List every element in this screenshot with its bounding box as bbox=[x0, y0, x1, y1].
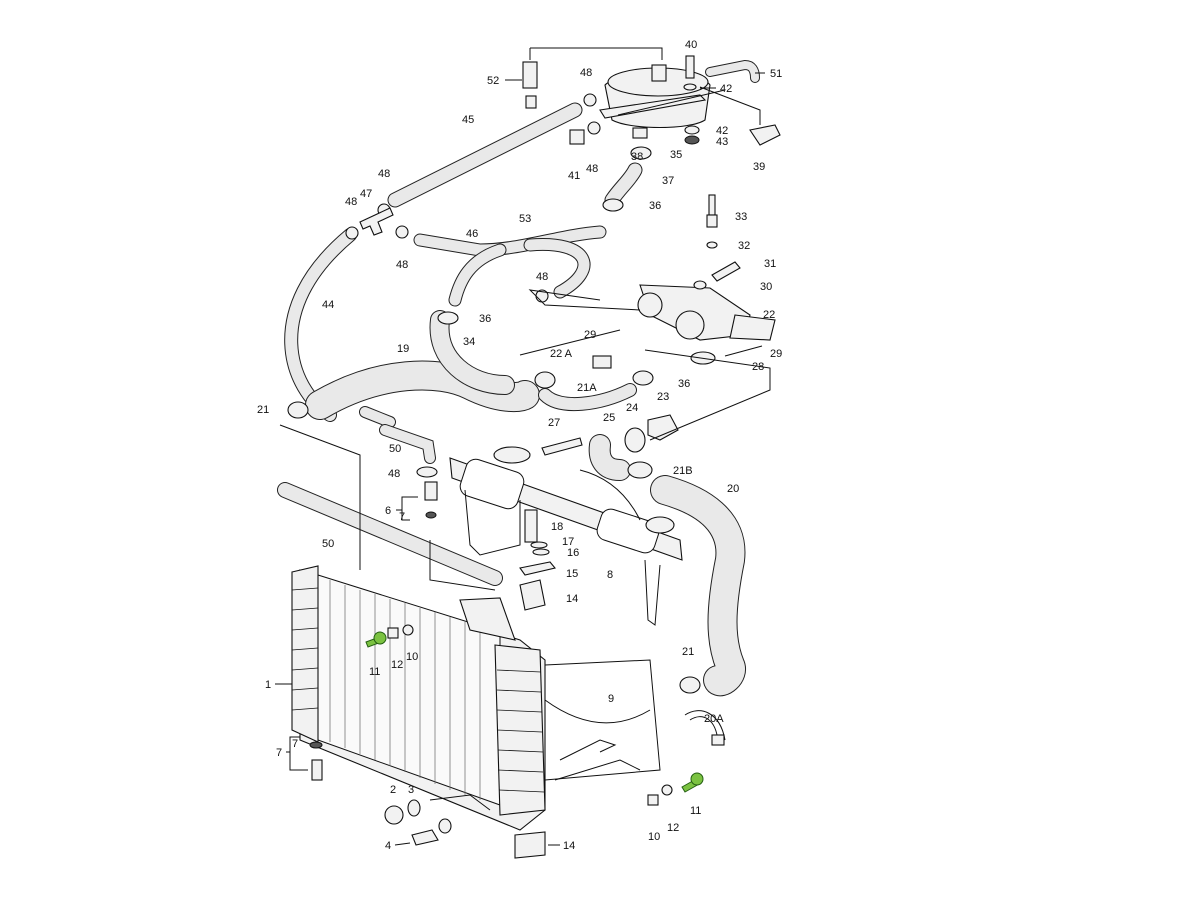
label-14b: 14 bbox=[563, 840, 575, 852]
label-41: 41 bbox=[568, 170, 580, 182]
label-9: 9 bbox=[608, 693, 614, 705]
label-52: 52 bbox=[487, 75, 499, 87]
label-48e: 48 bbox=[396, 259, 408, 271]
label-3: 3 bbox=[408, 784, 414, 796]
label-28: 28 bbox=[752, 361, 764, 373]
label-32: 32 bbox=[738, 240, 750, 252]
label-20: 20 bbox=[727, 483, 739, 495]
label-20A: 20A bbox=[704, 713, 724, 725]
label-48b: 48 bbox=[586, 163, 598, 175]
label-46: 44 bbox=[322, 299, 334, 311]
label-6: 7 bbox=[276, 747, 282, 759]
label-1: 1 bbox=[265, 679, 271, 691]
label-5: 6 bbox=[385, 505, 391, 517]
label-24: 24 bbox=[626, 402, 638, 414]
radiator-upper-support bbox=[449, 446, 683, 626]
label-8: 8 bbox=[607, 569, 613, 581]
highlighted-screws bbox=[365, 631, 704, 793]
label-25: 25 bbox=[603, 412, 615, 424]
label-4: 4 bbox=[385, 840, 391, 852]
hose-51 bbox=[705, 59, 760, 83]
label-42a: 42 bbox=[720, 83, 732, 95]
label-37: 37 bbox=[662, 175, 674, 187]
label-21A: 21A bbox=[577, 382, 597, 394]
label-45: 46 bbox=[466, 228, 478, 240]
label-53: 53 bbox=[519, 213, 531, 225]
label-48c: 48 bbox=[378, 168, 390, 180]
label-36c: 36 bbox=[479, 313, 491, 325]
label-36a: 35 bbox=[670, 149, 682, 161]
label-22a: 22 bbox=[763, 309, 775, 321]
label-48a: 48 bbox=[580, 67, 592, 79]
label-35: 36 bbox=[678, 378, 690, 390]
label-42b: 42 bbox=[716, 125, 728, 137]
label-29a: 29 bbox=[584, 329, 596, 341]
label-31: 31 bbox=[764, 258, 776, 270]
label-18: 18 bbox=[551, 521, 563, 533]
hoses bbox=[277, 59, 760, 697]
label-44: 45 bbox=[462, 114, 474, 126]
radiator bbox=[291, 565, 546, 831]
label-21b: 21 bbox=[682, 646, 694, 658]
hose-20 bbox=[650, 475, 746, 697]
label-30: 30 bbox=[760, 281, 772, 293]
label-21a: 21 bbox=[257, 404, 269, 416]
label-34: 34 bbox=[463, 336, 475, 348]
label-49: 50 bbox=[389, 443, 401, 455]
hose-45-53 bbox=[413, 225, 607, 307]
label-2: 2 bbox=[390, 784, 396, 796]
label-40: 40 bbox=[685, 39, 697, 51]
label-36b: 36 bbox=[649, 200, 661, 212]
label-12b: 12 bbox=[667, 822, 679, 834]
hose-50 bbox=[277, 482, 503, 586]
label-19: 19 bbox=[397, 343, 409, 355]
part-labels: 52 40 48 51 42 45 42 43 39 38 48 41 35 3… bbox=[257, 39, 782, 852]
fan-shroud bbox=[544, 659, 661, 781]
label-14a: 14 bbox=[566, 593, 578, 605]
small-parts bbox=[287, 55, 781, 859]
label-23: 23 bbox=[657, 391, 669, 403]
hose-37 bbox=[604, 162, 643, 208]
label-22A: 22 A bbox=[550, 348, 573, 360]
label-10b: 10 bbox=[648, 831, 660, 843]
label-39: 39 bbox=[753, 161, 765, 173]
label-51: 51 bbox=[770, 68, 782, 80]
label-48d: 48 bbox=[345, 196, 357, 208]
label-15: 15 bbox=[566, 568, 578, 580]
label-10a: 10 bbox=[406, 651, 418, 663]
label-29b: 29 bbox=[770, 348, 782, 360]
label-16: 16 bbox=[567, 547, 579, 559]
hose-34 bbox=[429, 310, 515, 395]
label-43: 43 bbox=[716, 136, 728, 148]
label-7a: 7 bbox=[399, 511, 405, 523]
label-38: 38 bbox=[631, 151, 643, 163]
label-48f: 48 bbox=[536, 271, 548, 283]
label-33: 33 bbox=[735, 211, 747, 223]
label-17: 17 bbox=[562, 536, 574, 548]
label-21B: 21B bbox=[673, 465, 693, 477]
label-12a: 12 bbox=[391, 659, 403, 671]
label-11a: 11 bbox=[369, 666, 380, 678]
label-7b: 7 bbox=[292, 738, 298, 750]
label-47: 47 bbox=[360, 188, 372, 200]
hose-44 bbox=[387, 102, 583, 208]
label-11b: 11 bbox=[690, 805, 701, 817]
leader-lines bbox=[279, 47, 771, 811]
thermostat-housing bbox=[637, 284, 776, 341]
label-48g: 48 bbox=[388, 468, 400, 480]
label-27: 27 bbox=[548, 417, 560, 429]
label-50: 50 bbox=[322, 538, 334, 550]
